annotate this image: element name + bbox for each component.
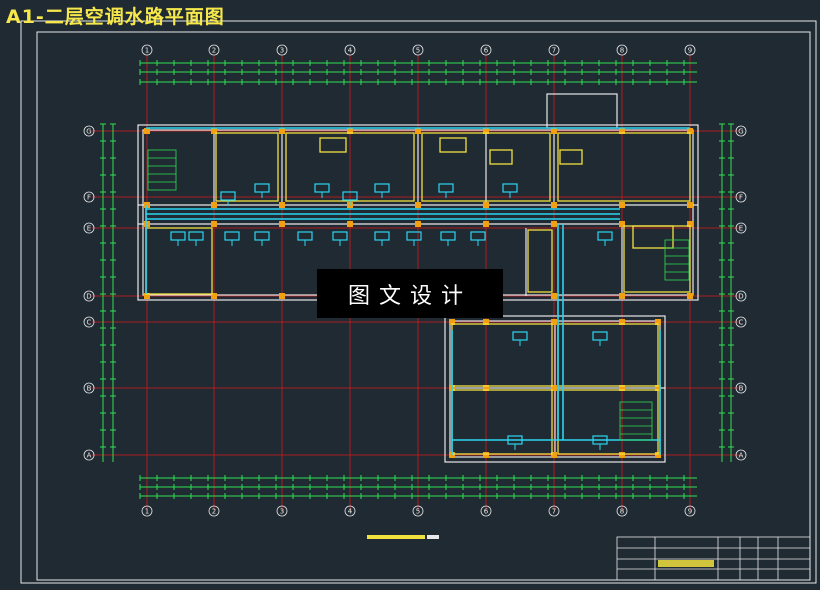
axis-bubble-top-6: 6 bbox=[480, 44, 492, 56]
structural-columns bbox=[144, 128, 693, 458]
drawing-caption-bar bbox=[367, 535, 425, 539]
title-block bbox=[616, 536, 811, 581]
svg-text:5: 5 bbox=[416, 508, 420, 516]
axis-bubble-left-B: B bbox=[83, 382, 95, 394]
axis-bubble-bottom-2: 2 bbox=[208, 505, 220, 517]
svg-text:B: B bbox=[87, 385, 92, 393]
axis-bubble-top-9: 9 bbox=[684, 44, 696, 56]
axis-bubble-left-C: C bbox=[83, 316, 95, 328]
axis-bubble-bottom-8: 8 bbox=[616, 505, 628, 517]
svg-text:E: E bbox=[739, 225, 743, 233]
axis-bubbles-top: 1 2 3 4 5 6 7 8 9 bbox=[141, 44, 696, 56]
axis-bubble-top-1: 1 bbox=[141, 44, 153, 56]
axis-bubble-bottom-7: 7 bbox=[548, 505, 560, 517]
page-title: A1-二层空调水路平面图 bbox=[6, 6, 225, 28]
svg-text:A: A bbox=[87, 452, 92, 460]
svg-text:2: 2 bbox=[212, 508, 216, 516]
svg-text:C: C bbox=[739, 319, 744, 327]
svg-text:2: 2 bbox=[212, 47, 216, 55]
axis-bubble-right-C: C bbox=[735, 316, 747, 328]
axis-bubble-right-G: G bbox=[735, 125, 747, 137]
svg-text:8: 8 bbox=[620, 508, 624, 516]
axis-bubble-bottom-6: 6 bbox=[480, 505, 492, 517]
axis-bubble-right-E: E bbox=[735, 222, 747, 234]
svg-text:6: 6 bbox=[484, 47, 489, 55]
sheet-frame-outer bbox=[20, 20, 817, 584]
chilled-water-pipes bbox=[145, 127, 690, 455]
axis-bubble-top-5: 5 bbox=[412, 44, 424, 56]
axis-bubble-left-F: F bbox=[83, 191, 95, 203]
axis-bubble-left-D: D bbox=[83, 290, 95, 302]
drawing-caption-scale bbox=[427, 535, 439, 539]
axis-bubble-top-7: 7 bbox=[548, 44, 560, 56]
svg-text:E: E bbox=[87, 225, 91, 233]
axis-bubble-right-F: F bbox=[735, 191, 747, 203]
svg-text:3: 3 bbox=[280, 47, 284, 55]
axis-bubble-left-A: A bbox=[83, 449, 95, 461]
axis-bubble-top-4: 4 bbox=[344, 44, 356, 56]
axis-bubbles-left: A B C D E F G bbox=[83, 125, 95, 461]
svg-text:F: F bbox=[87, 194, 91, 202]
axis-bubble-left-G: G bbox=[83, 125, 95, 137]
axis-bubbles-right: A B C D E F G bbox=[735, 125, 747, 461]
svg-text:G: G bbox=[738, 128, 743, 136]
stairs-west bbox=[147, 149, 177, 191]
dimension-ticks bbox=[100, 60, 734, 499]
svg-text:1: 1 bbox=[145, 508, 149, 516]
axis-bubble-right-D: D bbox=[735, 290, 747, 302]
axis-bubble-top-2: 2 bbox=[208, 44, 220, 56]
svg-text:G: G bbox=[86, 128, 91, 136]
stairs-south bbox=[619, 401, 653, 441]
svg-text:8: 8 bbox=[620, 47, 624, 55]
svg-text:A: A bbox=[739, 452, 744, 460]
axis-bubble-right-A: A bbox=[735, 449, 747, 461]
axis-bubble-bottom-4: 4 bbox=[344, 505, 356, 517]
svg-text:3: 3 bbox=[280, 508, 284, 516]
axis-bubbles-bottom: 1 2 3 4 5 6 7 8 9 bbox=[141, 505, 696, 517]
svg-text:F: F bbox=[739, 194, 743, 202]
svg-text:B: B bbox=[739, 385, 744, 393]
svg-text:7: 7 bbox=[552, 508, 556, 516]
axis-bubble-bottom-3: 3 bbox=[276, 505, 288, 517]
axis-bubble-top-3: 3 bbox=[276, 44, 288, 56]
axis-bubble-bottom-1: 1 bbox=[141, 505, 153, 517]
svg-text:D: D bbox=[86, 293, 91, 301]
svg-text:4: 4 bbox=[348, 508, 353, 516]
stairs-east bbox=[664, 239, 690, 281]
svg-text:1: 1 bbox=[145, 47, 149, 55]
svg-text:5: 5 bbox=[416, 47, 420, 55]
sheet-frame-inner bbox=[36, 31, 811, 581]
svg-text:D: D bbox=[738, 293, 743, 301]
svg-text:6: 6 bbox=[484, 508, 489, 516]
watermark-label: 图文设计 bbox=[317, 269, 503, 318]
axis-bubble-right-B: B bbox=[735, 382, 747, 394]
svg-text:9: 9 bbox=[688, 47, 692, 55]
axis-bubble-bottom-9: 9 bbox=[684, 505, 696, 517]
svg-text:7: 7 bbox=[552, 47, 556, 55]
svg-text:9: 9 bbox=[688, 508, 692, 516]
svg-text:C: C bbox=[87, 319, 92, 327]
svg-text:4: 4 bbox=[348, 47, 353, 55]
axis-bubble-left-E: E bbox=[83, 222, 95, 234]
axis-bubble-bottom-5: 5 bbox=[412, 505, 424, 517]
fan-coil-units bbox=[170, 183, 613, 450]
title-block-name-cell bbox=[658, 560, 714, 567]
axis-bubble-top-8: 8 bbox=[616, 44, 628, 56]
dimension-lines bbox=[102, 62, 732, 497]
